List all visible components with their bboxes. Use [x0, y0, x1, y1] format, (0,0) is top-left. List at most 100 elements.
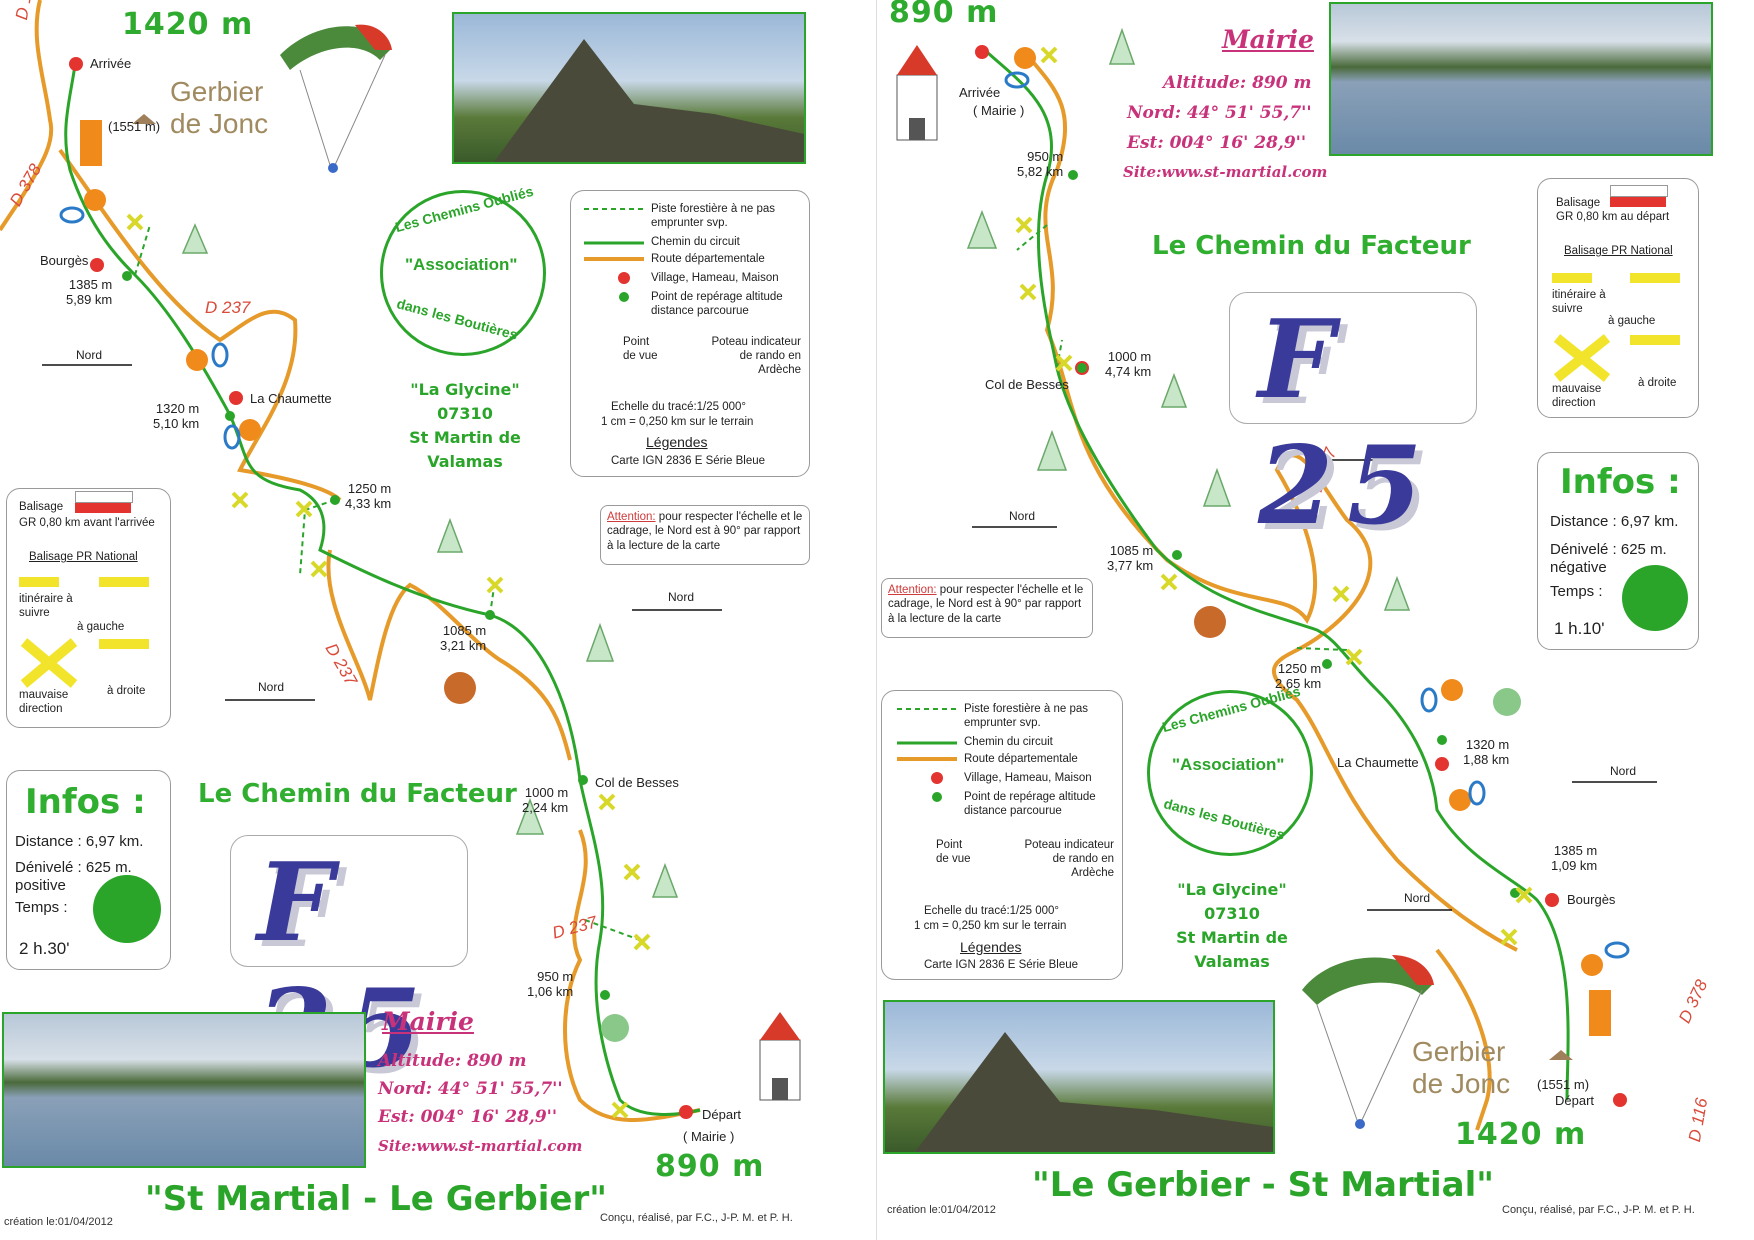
association-logo: Les Chemins Oubliés "Association" dans l… — [1147, 683, 1313, 856]
legend-echelle-terrain: 1 cm = 0,250 km sur le terrain — [914, 920, 1067, 932]
dot-chaumette — [1435, 757, 1449, 771]
piste-1 — [134, 224, 151, 276]
infos-denivele: Dénivelé : 625 m. — [1550, 541, 1667, 558]
f25-box: F 25 — [230, 835, 468, 1092]
legend-route: Route départementale — [964, 753, 1078, 765]
creation-date: création le:01/04/2012 — [4, 1216, 113, 1228]
gr-note: GR 0,80 km au départ — [1556, 211, 1670, 223]
assoc-ring-bottom: dans les Boutières — [395, 295, 520, 343]
balisage-droite: à droite — [1638, 377, 1677, 389]
infos-time: 1 h.10' — [1554, 619, 1605, 638]
point-de-vue-icons — [59, 189, 261, 450]
autumn-tree-icon — [444, 672, 476, 704]
legend-carte: Carte IGN 2836 E Série Bleue — [611, 455, 766, 467]
photo-gerbier-de-jonc — [452, 12, 806, 164]
dot-arrivee — [975, 45, 989, 59]
balisage-white-stripe — [75, 491, 133, 503]
hikers-icon — [93, 875, 161, 943]
balisage-box: Balisage GR 0,80 km au départ Balisage P… — [1537, 178, 1699, 418]
road-d116 — [0, 0, 54, 232]
mairie-site[interactable]: Site:www.st-martial.com — [378, 1137, 583, 1155]
infos-title: Infos : — [25, 782, 146, 822]
legend-poteau: Poteau indicateur de rando en Ardèche — [1024, 839, 1114, 879]
piste-4 — [584, 919, 641, 941]
legend-title: Légendes — [646, 434, 708, 450]
attention-label: Attention: — [888, 584, 937, 596]
mairie-altitude: Altitude: 890 m — [1163, 73, 1312, 93]
mountain-icon — [132, 114, 156, 124]
poteau-icon — [80, 120, 102, 166]
infos-time: 2 h.30' — [19, 939, 70, 958]
point-de-vue-icons — [1004, 47, 1630, 976]
credits: Conçu, réalisé, par F.C., J-P. M. et P. … — [1502, 1204, 1695, 1216]
waypoint-dot — [122, 271, 132, 281]
nord-label: Nord — [668, 590, 695, 604]
mairie-title: Mairie — [1222, 25, 1314, 54]
place-depart: Départ — [1555, 1093, 1595, 1108]
paraglider-icon — [1302, 955, 1434, 1129]
legend-village: Village, Hameau, Maison — [964, 772, 1092, 784]
place-arrivee: Arrivée — [959, 85, 1001, 100]
dot-arrivee — [69, 57, 83, 71]
marker-droite — [99, 639, 149, 649]
waypoint-dot — [1068, 170, 1078, 180]
dot-bourges — [90, 258, 104, 272]
road-d237 — [1025, 53, 1518, 952]
infos-denivele-sense: négative — [1550, 559, 1607, 576]
route-map-left — [0, 0, 801, 1122]
assoc-ring-bottom: dans les Boutières — [1162, 795, 1287, 843]
waypoint-dot — [225, 411, 235, 421]
dot-bourges — [1545, 893, 1559, 907]
mairie-est: Est: 004° 16' 28,9'' — [1127, 133, 1307, 153]
infos-box: Infos : Distance : 6,97 km. Dénivelé : 6… — [1537, 452, 1699, 650]
poteau-icon — [1589, 990, 1611, 1036]
circuit-path — [985, 50, 1570, 1101]
place-bourges: Bourgès — [1567, 892, 1616, 907]
route-title: "Le Gerbier - St Martial" — [1032, 1165, 1494, 1205]
legend-title: Légendes — [960, 939, 1022, 955]
photo-lac-st-martial — [2, 1012, 366, 1168]
legend-echelle: Echelle du tracé:1/25 000° — [611, 401, 747, 413]
gr-note: GR 0,80 km avant l'arrivée — [19, 517, 155, 529]
place-mairie: ( Mairie ) — [683, 1129, 735, 1144]
marker-mauvaise — [1553, 334, 1611, 382]
legend-point: Point de repérage altitude distance parc… — [651, 291, 783, 317]
waypoint-dot — [330, 495, 340, 505]
legend-point-de-vue: Point de vue — [623, 336, 658, 362]
nord-arrows — [42, 364, 722, 701]
balisage-box: Balisage GR 0,80 km avant l'arrivée Bali… — [6, 488, 171, 728]
legend-box: Piste forestière à ne pas emprunter svp.… — [570, 190, 810, 477]
legend-piste: Piste forestière à ne pas emprunter svp. — [651, 203, 776, 229]
nord-label: Nord — [1610, 764, 1637, 778]
mairie-est: Est: 004° 16' 28,9'' — [378, 1107, 558, 1127]
dot-chaumette — [229, 391, 243, 405]
balisage-pr: Balisage PR National — [1564, 245, 1673, 257]
waypoint-dot — [1172, 550, 1182, 560]
assoc-ring-mid: "Association" — [405, 255, 518, 274]
balisage-itineraire: itinéraire à suivre — [19, 593, 73, 619]
legend-box: Piste forestière à ne pas emprunter svp.… — [881, 690, 1123, 980]
legend-point-de-vue: Point de vue — [936, 839, 971, 865]
mairie-site[interactable]: Site:www.st-martial.com — [1123, 163, 1328, 181]
mairie-nord: Nord: 44° 51' 55,7'' — [378, 1079, 563, 1099]
tree-icons — [966, 27, 1411, 611]
balisage-mauvaise: mauvaise direction — [19, 689, 69, 715]
subtitle: Le Chemin du Facteur — [1152, 231, 1471, 261]
mairie-nord: Nord: 44° 51' 55,7'' — [1127, 103, 1312, 123]
place-arrivee: Arrivée — [90, 56, 132, 71]
church-icon — [896, 45, 938, 141]
place-col-de-besses: Col de Besses — [985, 377, 1069, 392]
balisage-label: Balisage — [19, 501, 64, 513]
paraglider-icon — [280, 24, 392, 173]
infos-box: Infos : Distance : 6,97 km. Dénivelé : 6… — [6, 770, 171, 970]
road-label-d237-a: D 237 — [205, 298, 251, 317]
balisage-red-stripe — [1610, 197, 1666, 207]
gerbier-altitude: (1551 m) — [1537, 1077, 1590, 1092]
road-d237-mid — [326, 549, 572, 761]
